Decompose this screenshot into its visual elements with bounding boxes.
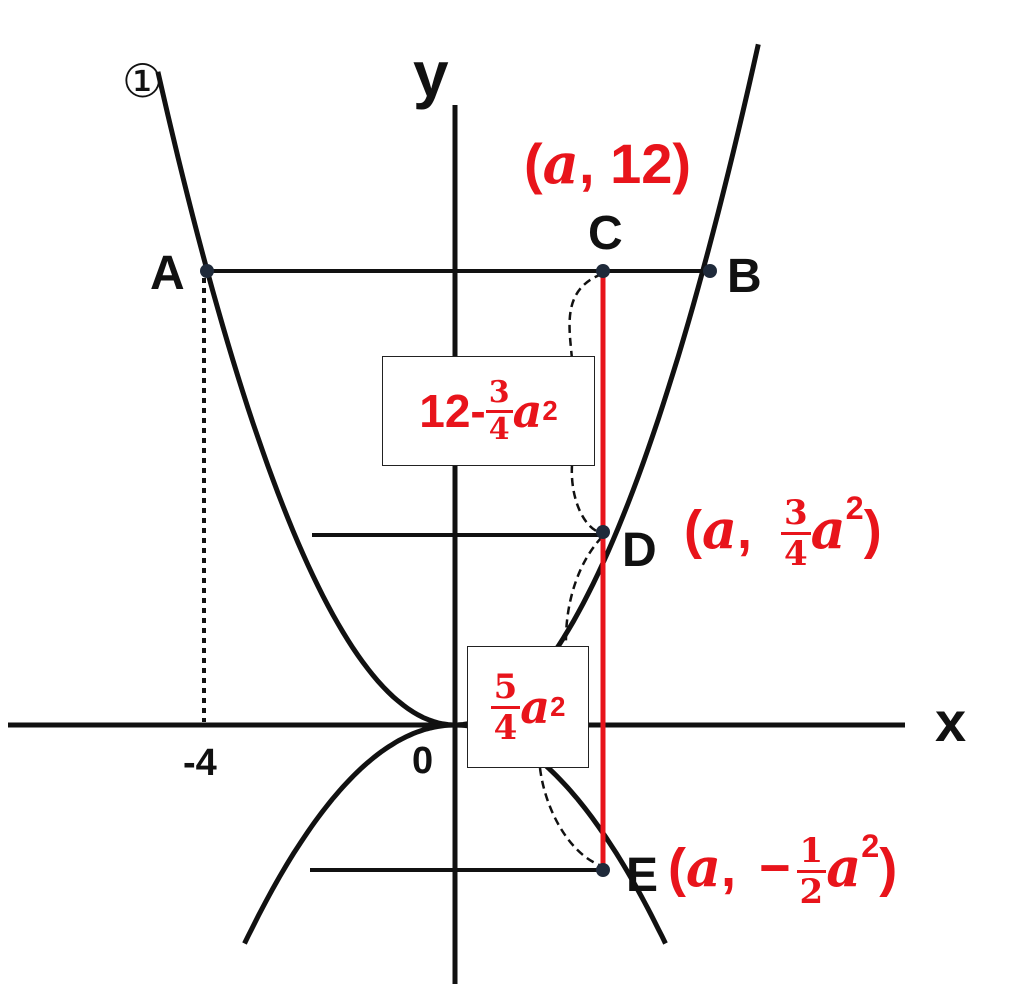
coord-C-sep: , (578, 132, 611, 195)
circled-number-label: ① (122, 55, 164, 107)
point-label-D: D (622, 524, 657, 577)
length-box-CD-prefix: 12- (419, 385, 486, 437)
length-box-DE-var: a (520, 680, 551, 734)
coord-D-var: a (701, 497, 737, 562)
coord-D-den: 4 (784, 534, 808, 575)
coord-D-open: ( (684, 500, 702, 561)
point-label-A: A (150, 247, 185, 300)
brace-arc-lower (538, 536, 603, 868)
length-box-DE-num: 5 (490, 670, 521, 709)
length-box-CD-den: 4 (488, 411, 510, 447)
lower-parabola (242, 722, 668, 945)
coord-D-exp: 2 (845, 490, 864, 526)
point-label-C: C (588, 207, 623, 260)
point-E (596, 863, 610, 877)
coord-C: (a, 12) (524, 136, 691, 193)
coord-E-open: ( (668, 838, 686, 899)
coord-C-open: ( (524, 132, 543, 195)
point-D (596, 525, 610, 539)
coord-E-den: 2 (799, 872, 824, 913)
coord-C-var: a (542, 131, 579, 197)
length-box-DE-den: 4 (493, 707, 518, 748)
point-A (200, 264, 214, 278)
coord-E-exp: 2 (861, 828, 880, 864)
length-box-CD-var: a (512, 384, 543, 438)
point-label-B: B (727, 250, 762, 303)
tick-label-neg4: -4 (183, 742, 217, 784)
coord-C-val: 12 (610, 132, 673, 195)
coord-E-close: ) (879, 838, 898, 899)
coord-C-close: ) (672, 132, 692, 195)
coord-E-tail-var: a (826, 835, 862, 900)
length-box-CD-exp: 2 (542, 395, 558, 426)
x-axis-label: x (935, 690, 967, 753)
coord-D-tail-var: a (810, 497, 846, 562)
coord-E-sep: , (720, 838, 751, 899)
coord-E-num: 1 (796, 834, 827, 874)
point-label-E: E (626, 849, 659, 902)
coord-D-num: 3 (781, 496, 811, 536)
coord-E-neg: − (759, 838, 791, 899)
length-box-CD-num: 3 (485, 377, 513, 413)
origin-label: 0 (412, 740, 434, 782)
point-B (703, 264, 717, 278)
coord-D-close: ) (863, 500, 882, 561)
y-axis-label: y (413, 38, 449, 110)
length-box-DE-exp: 2 (550, 691, 566, 722)
coord-E-var: a (685, 835, 721, 900)
coord-D-sep: , (736, 500, 767, 561)
point-C (596, 264, 610, 278)
